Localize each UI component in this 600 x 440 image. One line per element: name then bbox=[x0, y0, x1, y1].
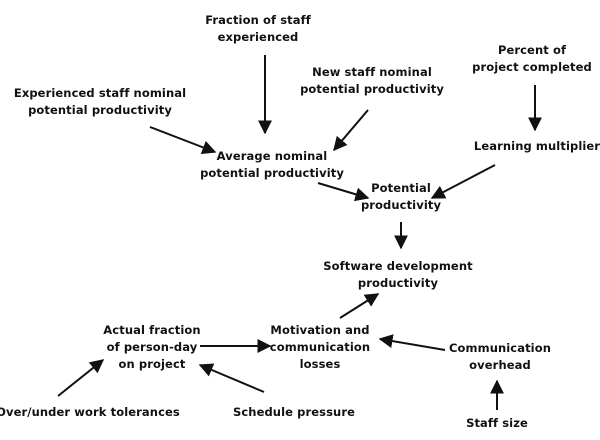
arrow-new-staff-to-average bbox=[333, 109, 369, 152]
node-work-tolerances: Over/under work tolerances bbox=[0, 405, 180, 419]
arrow-tolerances-to-actual-fraction bbox=[57, 359, 105, 397]
node-staff-size: Staff size bbox=[466, 416, 528, 430]
arrow-schedule-to-actual-fraction bbox=[198, 363, 265, 393]
node-potential-productivity: Potential productivity bbox=[360, 181, 442, 212]
node-schedule-pressure: Schedule pressure bbox=[232, 405, 356, 419]
arrow-average-to-potential bbox=[317, 182, 370, 202]
arrow-experienced-staff-to-average bbox=[149, 126, 217, 155]
node-actual-fraction-person-day: Actual fraction of person-day on project bbox=[103, 323, 201, 371]
arrow-learning-to-potential bbox=[430, 164, 496, 199]
arrow-motivation-to-software-dev bbox=[339, 293, 380, 319]
node-motivation-losses: Motivation and communication losses bbox=[269, 323, 371, 371]
node-communication-overhead: Communication overhead bbox=[448, 341, 552, 372]
node-average-nominal-productivity: Average nominal potential productivity bbox=[200, 149, 344, 180]
node-percent-project-completed: Percent of project completed bbox=[472, 43, 592, 74]
node-learning-multiplier: Learning multiplier bbox=[473, 139, 600, 153]
node-fraction-staff-experienced: Fraction of staff experienced bbox=[205, 13, 311, 44]
node-new-staff-productivity: New staff nominal potential productivity bbox=[300, 65, 444, 96]
arrow-communication-overhead-to-motivation bbox=[378, 334, 446, 351]
node-experienced-staff-productivity: Experienced staff nominal potential prod… bbox=[13, 86, 187, 117]
node-software-dev-productivity: Software development productivity bbox=[323, 259, 473, 290]
